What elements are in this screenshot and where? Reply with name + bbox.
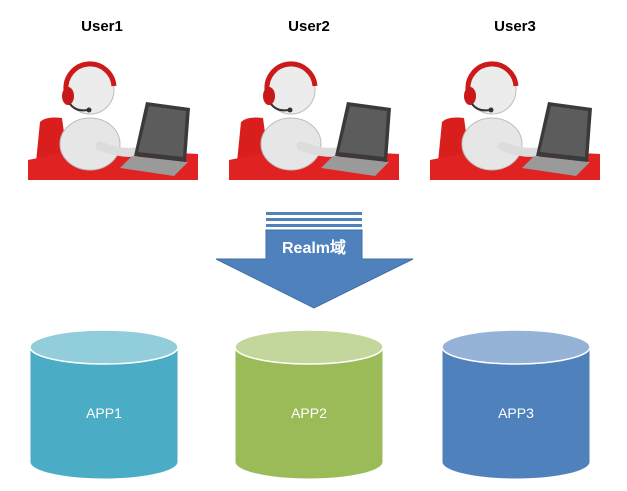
user-figure-2 [229,61,399,180]
database-app3: APP3 [441,329,591,480]
database-app2: APP2 [234,329,384,480]
user-label-1: User1 [81,18,123,35]
user-label-3: User3 [494,18,536,35]
realm-arrow-shape [215,229,414,309]
user-figure-1 [28,61,198,180]
database-app1: APP1 [29,329,179,480]
user-figure-3 [430,61,600,180]
realm-label: Realm域 [282,238,346,257]
realm-arrow: Realm域 [215,212,414,309]
app3-label: APP3 [498,405,534,421]
headset-user-icon [28,61,198,180]
headset-user-icon [229,61,399,180]
app2-label: APP2 [291,405,327,421]
app1-label: APP1 [86,405,122,421]
user-label-2: User2 [288,18,330,35]
headset-user-icon [430,61,600,180]
